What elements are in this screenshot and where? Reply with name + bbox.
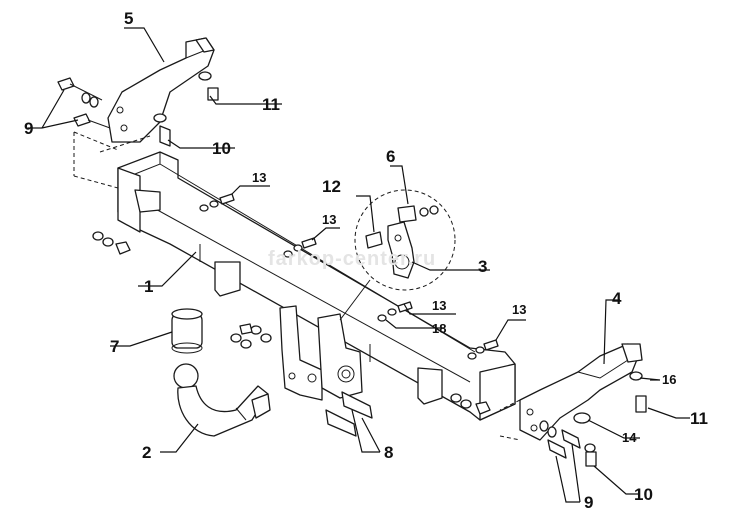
label-part-7: 7 [110, 337, 119, 356]
socket-bracket-detail [339, 189, 456, 321]
crossbar [117, 151, 516, 421]
label-part-10-left: 10 [212, 139, 231, 158]
label-part-18: 18 [432, 321, 446, 336]
label-part-13-a: 13 [252, 170, 266, 185]
tow-ball-neck [173, 363, 271, 437]
label-part-2: 2 [142, 443, 151, 462]
label-part-13-c: 13 [432, 298, 446, 313]
leader-lines [28, 27, 690, 503]
assembly-guides [73, 131, 521, 441]
label-part-6: 6 [386, 147, 395, 166]
label-part-13-d: 13 [512, 302, 526, 317]
label-part-11-left: 11 [262, 95, 280, 114]
label-part-4: 4 [612, 289, 622, 308]
hardware [57, 71, 647, 467]
left-side-bracket [107, 37, 215, 143]
label-part-12: 12 [322, 177, 341, 196]
label-part-14: 14 [622, 430, 637, 445]
ball-cap [171, 308, 203, 354]
label-part-9-right: 9 [584, 493, 593, 512]
label-part-13-b: 13 [322, 212, 336, 227]
label-part-8: 8 [384, 443, 393, 462]
right-side-bracket [519, 343, 643, 441]
label-part-10-right: 10 [634, 485, 653, 504]
part-labels: 5 9 11 10 13 13 12 6 3 1 13 18 13 4 7 2 … [24, 9, 708, 512]
label-part-9-left: 9 [24, 119, 33, 138]
label-part-11-right: 11 [690, 409, 708, 428]
center-bracket [279, 305, 363, 401]
label-part-16: 16 [662, 372, 676, 387]
label-part-1: 1 [144, 277, 153, 296]
label-part-3: 3 [478, 257, 487, 276]
label-part-5: 5 [124, 9, 133, 28]
watermark: farkop-center.ru [268, 248, 436, 270]
